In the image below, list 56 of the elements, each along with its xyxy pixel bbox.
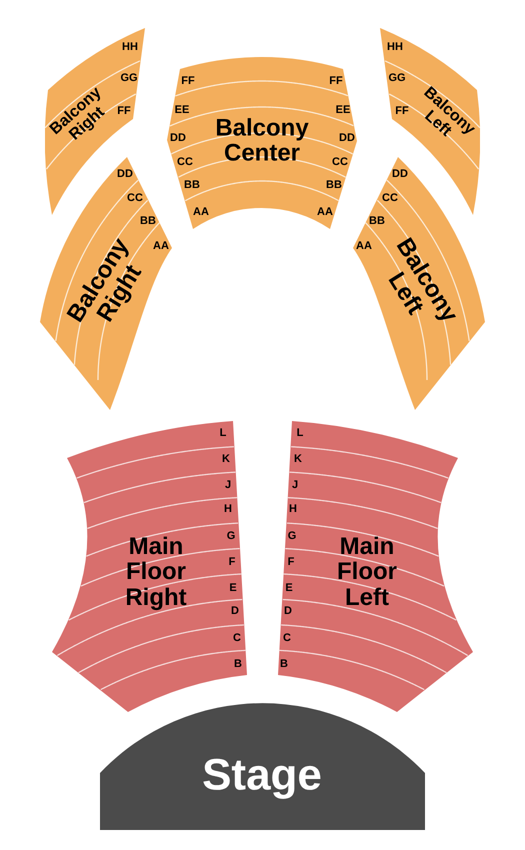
row-label: J xyxy=(224,480,232,492)
row-label: CC xyxy=(382,193,398,205)
stage-label: Stage xyxy=(201,752,323,800)
row-label: C xyxy=(233,633,241,645)
row-label: H xyxy=(289,504,297,516)
row-label: AA xyxy=(153,241,169,253)
row-label: L xyxy=(220,428,226,440)
row-label: FF xyxy=(329,76,343,88)
section-label: Main Floor Left xyxy=(336,534,398,610)
row-label: DD xyxy=(117,169,133,181)
row-label: AA xyxy=(193,207,209,219)
row-label: BB xyxy=(369,216,385,228)
row-label: FF xyxy=(181,76,195,88)
seating-section xyxy=(167,56,357,229)
row-label: GG xyxy=(388,73,406,85)
seating-section xyxy=(52,421,247,712)
row-label: J xyxy=(292,480,298,492)
row-label: BB xyxy=(184,180,200,192)
seating-section xyxy=(278,421,473,712)
row-label: G xyxy=(226,531,236,543)
row-label: FF xyxy=(395,106,409,118)
row-label: K xyxy=(294,454,302,466)
row-label: B xyxy=(234,659,242,671)
row-label: E xyxy=(285,583,293,595)
row-label: AA xyxy=(356,241,372,253)
row-label: CC xyxy=(332,157,348,169)
row-label: CC xyxy=(177,157,193,169)
row-label: H xyxy=(224,504,232,516)
row-label: DD xyxy=(392,169,408,181)
section-label: Main Floor Right xyxy=(124,534,188,610)
section-label: Balcony Center xyxy=(214,116,310,166)
row-label: C xyxy=(283,633,291,645)
row-label: B xyxy=(280,659,288,671)
row-label: FF xyxy=(117,106,131,118)
row-label: D xyxy=(231,606,239,618)
row-label: L xyxy=(296,428,304,440)
stage xyxy=(100,703,425,830)
row-label: DD xyxy=(339,133,355,145)
row-label: HH xyxy=(387,42,403,54)
row-label: HH xyxy=(122,42,138,54)
row-label: AA xyxy=(317,207,333,219)
row-label: F xyxy=(288,557,294,569)
row-label: BB xyxy=(326,180,342,192)
row-label: EE xyxy=(336,105,350,117)
row-label: BB xyxy=(140,216,156,228)
row-label: F xyxy=(228,557,236,569)
row-label: K xyxy=(222,454,230,466)
row-label: DD xyxy=(170,133,186,145)
row-label: G xyxy=(288,531,296,543)
seating-section xyxy=(353,157,485,410)
row-label: CC xyxy=(127,193,143,205)
row-label: GG xyxy=(120,73,138,85)
row-label: EE xyxy=(174,105,190,117)
row-label: E xyxy=(229,583,237,595)
row-label: D xyxy=(284,606,292,618)
seating-section xyxy=(40,157,172,410)
